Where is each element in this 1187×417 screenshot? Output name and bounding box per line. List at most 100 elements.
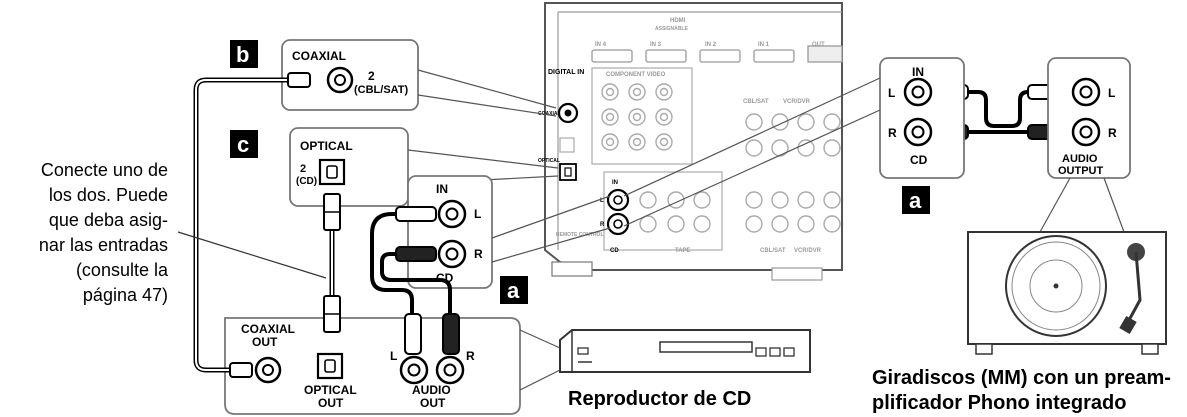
cd-player-caption: Reproductor de CD (568, 388, 752, 410)
rca-plug-black (442, 313, 460, 355)
turntable-cable-left (966, 90, 1030, 128)
svg-text:a: a (909, 188, 922, 213)
disc-tray (659, 341, 753, 353)
coaxial-input-callout: COAXIAL 2 (CBL/SAT) (281, 39, 557, 117)
note-leader (177, 231, 327, 279)
note-line: que deba asig- (48, 210, 168, 230)
cd-player-leader (519, 329, 561, 349)
note-line: (consulte la (75, 260, 168, 280)
remote-control-label: REMOTE CONTROL (556, 232, 604, 238)
analog-block (603, 171, 723, 251)
coaxial-leader (417, 69, 557, 109)
svg-text:OUTPUT: OUTPUT (1058, 165, 1104, 177)
rca-plug-black (395, 246, 437, 262)
svg-text:L: L (888, 86, 895, 100)
svg-text:CD: CD (610, 248, 619, 254)
tonearm (1126, 251, 1142, 323)
turntable-caption-line: plificador Phono integrado (872, 392, 1127, 414)
svg-text:OUT: OUT (318, 396, 344, 410)
svg-text:AUDIO: AUDIO (1062, 153, 1098, 165)
svg-text:IN: IN (912, 65, 924, 79)
svg-text:OPTICAL: OPTICAL (304, 383, 357, 397)
coaxial-plug (287, 72, 311, 88)
svg-text:L: L (474, 207, 481, 221)
cd-player-output-panel: COAXIAL OUT OPTICAL OUT L R AUDIO OUT (224, 317, 561, 415)
turntable-out-leader (1039, 177, 1071, 233)
receiver-rear-panel: HDMI ASSIGNABLE IN 4 IN 3 IN 2 IN 1 OUT … (538, 2, 843, 281)
svg-text:IN 4: IN 4 (595, 42, 607, 48)
optical-input-callout: OPTICAL 2 (CD) (289, 127, 559, 207)
hdmi-port (645, 49, 687, 63)
optical-number: 2 (300, 163, 306, 175)
badge-b: b (230, 40, 258, 68)
svg-text:VCR/DVR: VCR/DVR (794, 248, 822, 254)
svg-text:IN 3: IN 3 (650, 42, 662, 48)
svg-text:R: R (474, 247, 483, 261)
coaxial-title: COAXIAL (292, 49, 346, 63)
badge-c: c (230, 130, 258, 158)
note-line: nar las entradas (38, 235, 168, 255)
svg-text:CBL/SAT: CBL/SAT (743, 99, 769, 105)
svg-text:R: R (1108, 126, 1117, 140)
svg-text:CBL/SAT: CBL/SAT (760, 248, 786, 254)
receiver-foot (551, 261, 593, 277)
optical-title: OPTICAL (300, 139, 353, 153)
svg-text:COAXIAL: COAXIAL (241, 322, 295, 336)
svg-text:IN: IN (612, 180, 618, 186)
hdmi-port (591, 49, 633, 63)
badge-a-turntable: a (902, 186, 930, 214)
rca-plug-white (395, 206, 437, 222)
note-line: página 47) (82, 285, 168, 305)
optical-source: (CD) (296, 176, 317, 187)
svg-text:AUDIO: AUDIO (412, 383, 451, 397)
turntable-in-callout: IN L R CD (623, 57, 965, 227)
svg-text:CD: CD (910, 153, 928, 167)
hdmi-port (753, 49, 795, 63)
turntable (967, 231, 1167, 355)
turntable-caption-line: Giradiscos (MM) con un pream- (872, 367, 1171, 389)
svg-text:VCR/DVR: VCR/DVR (783, 99, 811, 105)
badge-a-receiver: a (500, 276, 528, 304)
digital-in-label: DIGITAL IN (548, 69, 584, 76)
assignable-label: ASSIGNABLE (655, 26, 688, 32)
hdmi-port (699, 49, 741, 63)
cables (193, 77, 1032, 373)
svg-text:IN 2: IN 2 (705, 42, 717, 48)
receiver-optical-label: OPTICAL (538, 158, 560, 164)
note-line: Conecte uno de (40, 160, 168, 180)
turntable-in-leader (623, 77, 881, 197)
turntable-out-callout: L R AUDIO OUTPUT (1039, 57, 1131, 233)
rca-plug-white (404, 313, 422, 355)
svg-text:IN 1: IN 1 (758, 42, 770, 48)
svg-text:b: b (236, 42, 249, 67)
svg-text:a: a (507, 278, 520, 303)
optical-leader (407, 149, 559, 169)
svg-text:R: R (600, 222, 605, 228)
cd-analog-cable-right (380, 252, 452, 322)
svg-text:IN: IN (436, 182, 448, 196)
coaxial-number: 2 (368, 69, 375, 83)
receiver-coaxial-label: COAXIAL (538, 111, 561, 117)
connection-note: Conecte uno de los dos. Puede que deba a… (0, 158, 168, 308)
svg-text:L: L (600, 198, 604, 204)
svg-text:COMPONENT VIDEO: COMPONENT VIDEO (606, 72, 666, 78)
svg-text:OUT: OUT (420, 396, 446, 410)
receiver-foot (771, 267, 823, 281)
svg-text:OUT: OUT (252, 335, 278, 349)
svg-text:TAPE: TAPE (675, 248, 691, 254)
note-line: los dos. Puede (48, 185, 168, 205)
coaxial-plug (229, 362, 253, 378)
svg-text:R: R (888, 126, 897, 140)
svg-text:L: L (390, 349, 397, 363)
cd-in-leader (491, 195, 611, 239)
svg-text:OUT: OUT (812, 42, 825, 48)
receiver-optical-jack-1 (559, 137, 575, 153)
svg-text:c: c (237, 132, 249, 157)
cd-analog-cable-left (370, 212, 414, 322)
coaxial-source: (CBL/SAT) (354, 84, 409, 96)
turntable-caption: Giradiscos (MM) con un pream- plificador… (872, 366, 1187, 416)
svg-text:R: R (466, 349, 475, 363)
cd-player (559, 329, 811, 373)
